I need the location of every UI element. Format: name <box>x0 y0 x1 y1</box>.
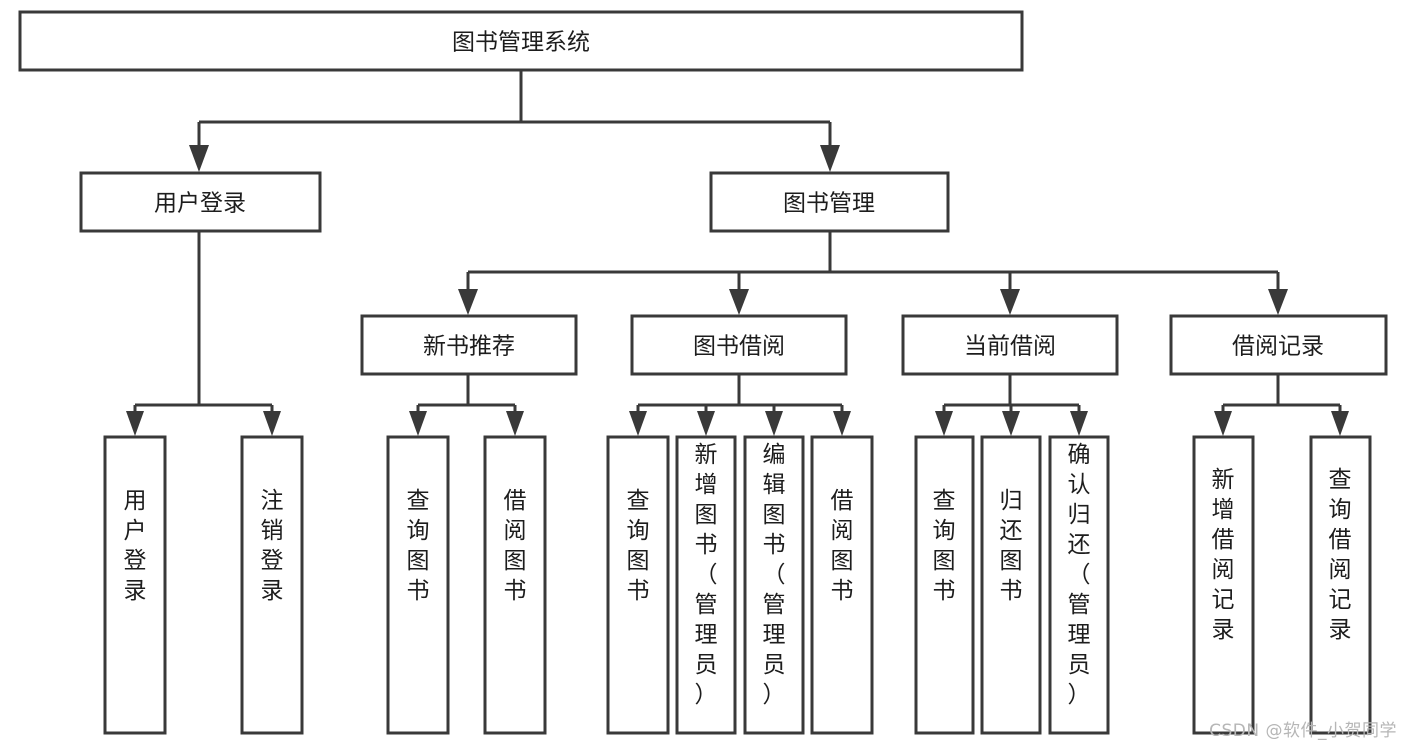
leaf-logout-label: 注销登录 <box>261 488 284 604</box>
leaf-nb-borrow-book[interactable]: 借阅图书 <box>483 435 547 735</box>
leaf-bw-add-book[interactable]: 新增图书（管理员） <box>675 435 737 735</box>
leaf-logout[interactable]: 注销登录 <box>240 435 304 735</box>
node-book-manage[interactable]: 图书管理 <box>709 171 950 233</box>
arrow-head-nb-borrow <box>506 411 524 436</box>
node-root-box[interactable] <box>18 10 1024 72</box>
leaf-user-login[interactable]: 用户登录 <box>103 435 167 735</box>
node-book-borrow[interactable]: 图书借阅 <box>630 314 848 376</box>
leaf-bw-query-book[interactable]: 查询图书 <box>606 435 670 735</box>
connector-group-root <box>189 70 840 172</box>
arrow-head-bw-query <box>629 411 647 436</box>
leaf-cb-confirm-return-box[interactable] <box>1048 435 1110 735</box>
leaf-bw-query-book-label: 查询图书 <box>627 488 650 604</box>
arrow-head-user-login <box>189 145 209 172</box>
leaf-bw-lend-book[interactable]: 借阅图书 <box>810 435 874 735</box>
connector-group-new-book <box>409 374 524 436</box>
node-current-borrow[interactable]: 当前借阅 <box>901 314 1119 376</box>
arrow-head-cb-return <box>1002 411 1020 436</box>
leaf-bw-add-book-label: 新增图书（管理员） <box>695 442 718 708</box>
arrow-head-bw-lend <box>833 411 851 436</box>
node-new-book-recommend-label: 新书推荐 <box>423 334 515 360</box>
arrow-head-nb-query <box>409 411 427 436</box>
leaf-cb-return-book[interactable]: 归还图书 <box>980 435 1042 735</box>
arrow-head-current <box>1000 289 1020 315</box>
leaf-cb-query-book-label: 查询图书 <box>933 488 956 604</box>
arrow-head-record <box>1268 289 1288 315</box>
leaf-rc-query-record[interactable]: 查询借阅记录 <box>1309 435 1372 735</box>
leaf-nb-borrow-book-box[interactable] <box>483 435 547 735</box>
node-new-book-recommend[interactable]: 新书推荐 <box>360 314 578 376</box>
leaf-logout-box[interactable] <box>240 435 304 735</box>
leaf-bw-edit-book-label: 编辑图书（管理员） <box>763 442 786 708</box>
leaf-user-login-box[interactable] <box>103 435 167 735</box>
leaf-bw-edit-book-box[interactable] <box>743 435 805 735</box>
node-user-login[interactable]: 用户登录 <box>79 171 322 233</box>
node-user-login-label: 用户登录 <box>154 191 246 217</box>
leaf-bw-edit-book[interactable]: 编辑图书（管理员） <box>743 435 805 735</box>
leaf-user-login-label: 用户登录 <box>124 488 147 604</box>
node-book-manage-box[interactable] <box>709 171 950 233</box>
leaf-rc-query-record-label: 查询借阅记录 <box>1329 467 1352 643</box>
node-borrow-record[interactable]: 借阅记录 <box>1169 314 1388 376</box>
leaf-rc-add-record-label: 新增借阅记录 <box>1212 467 1235 643</box>
leaf-rc-add-record-box[interactable] <box>1192 435 1255 735</box>
connector-group-record <box>1214 374 1349 436</box>
leaf-bw-lend-book-label: 借阅图书 <box>831 488 854 604</box>
leaf-cb-confirm-return[interactable]: 确认归还（管理员） <box>1048 435 1110 735</box>
node-root-label: 图书管理系统 <box>452 30 590 56</box>
arrow-head-leaf-login <box>126 411 144 436</box>
arrow-head-leaf-logout <box>263 411 281 436</box>
node-book-borrow-box[interactable] <box>630 314 848 376</box>
leaf-bw-query-book-box[interactable] <box>606 435 670 735</box>
leaf-bw-lend-book-box[interactable] <box>810 435 874 735</box>
leaf-bw-add-book-box[interactable] <box>675 435 737 735</box>
arrow-head-borrow <box>729 289 749 315</box>
connector-group-borrow <box>629 374 851 436</box>
node-book-borrow-label: 图书借阅 <box>693 334 785 360</box>
leaf-rc-add-record[interactable]: 新增借阅记录 <box>1192 435 1255 735</box>
node-new-book-recommend-box[interactable] <box>360 314 578 376</box>
node-current-borrow-label: 当前借阅 <box>964 334 1056 360</box>
node-root[interactable]: 图书管理系统 <box>18 10 1024 72</box>
leaf-cb-query-book-box[interactable] <box>914 435 975 735</box>
arrow-head-book-manage <box>820 145 840 172</box>
arrow-head-rc-query <box>1331 411 1349 436</box>
node-user-login-box[interactable] <box>79 171 322 233</box>
arrow-head-cb-query <box>935 411 953 436</box>
arrow-head-bw-add <box>697 411 715 436</box>
leaf-cb-query-book[interactable]: 查询图书 <box>914 435 975 735</box>
leaf-cb-confirm-return-label: 确认归还（管理员） <box>1068 442 1091 708</box>
leaf-cb-return-book-box[interactable] <box>980 435 1042 735</box>
arrow-head-new-book <box>458 289 478 315</box>
node-book-manage-label: 图书管理 <box>783 191 875 217</box>
connector-group-user-login <box>126 231 281 436</box>
leaf-nb-query-book-label: 查询图书 <box>407 488 430 604</box>
leaf-cb-return-book-label: 归还图书 <box>1000 488 1023 604</box>
arrow-head-cb-confirm <box>1070 411 1088 436</box>
connector-group-book-manage <box>458 231 1288 315</box>
node-current-borrow-box[interactable] <box>901 314 1119 376</box>
leaf-nb-borrow-book-label: 借阅图书 <box>504 488 527 604</box>
leaf-nb-query-book[interactable]: 查询图书 <box>386 435 450 735</box>
arrow-head-bw-edit <box>765 411 783 436</box>
arrow-head-rc-add <box>1214 411 1232 436</box>
node-borrow-record-box[interactable] <box>1169 314 1388 376</box>
leaf-rc-query-record-box[interactable] <box>1309 435 1372 735</box>
connector-group-current <box>935 374 1088 436</box>
node-borrow-record-label: 借阅记录 <box>1232 334 1324 360</box>
leaf-nb-query-book-box[interactable] <box>386 435 450 735</box>
